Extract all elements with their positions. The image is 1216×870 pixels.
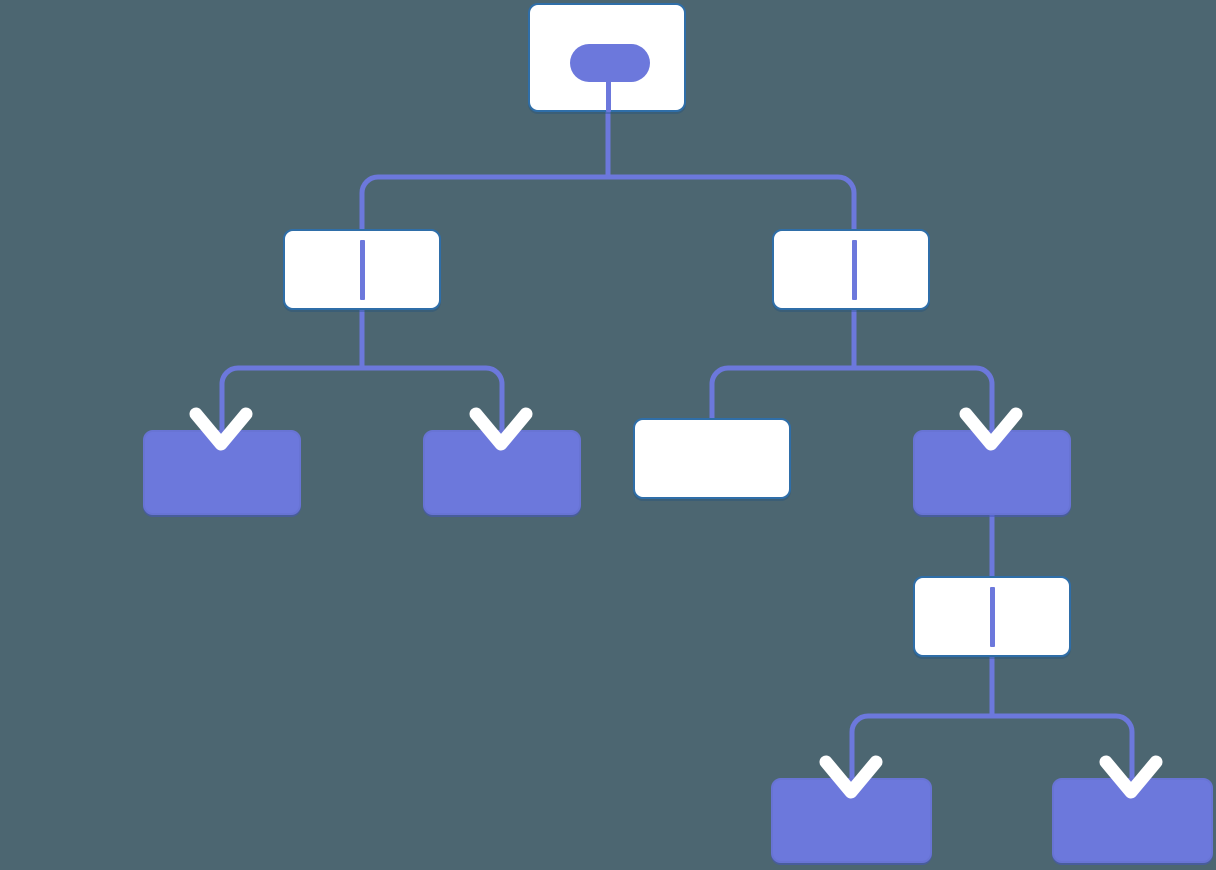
node-leaf-3[interactable] (633, 418, 791, 499)
edge-overlay-sub-child (989, 587, 995, 647)
node-leaf-1[interactable] (143, 430, 301, 515)
node-leaf-4[interactable] (771, 778, 932, 863)
node-branch-sub[interactable] (913, 430, 1071, 515)
edge-overlay-root (605, 48, 611, 112)
node-leaf-2[interactable] (423, 430, 581, 515)
node-leaf-5[interactable] (1052, 778, 1213, 863)
edge-overlay-branch-left (359, 240, 365, 300)
edge-overlay-branch-right (851, 240, 857, 300)
node-branch-right[interactable] (772, 229, 930, 310)
